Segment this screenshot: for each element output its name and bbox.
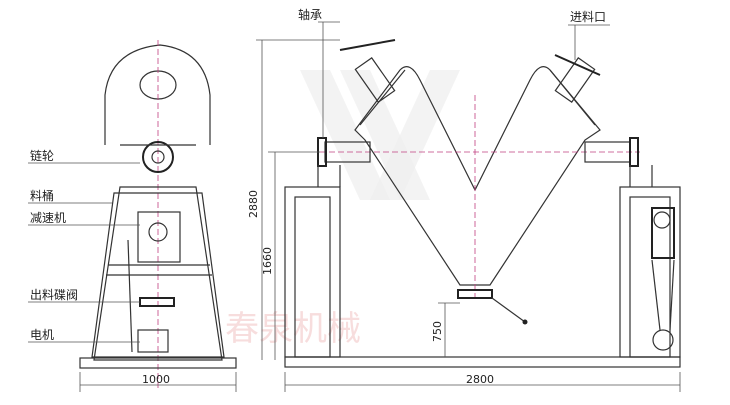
label-bearing: 轴承 bbox=[298, 7, 322, 22]
reducer bbox=[137, 211, 181, 263]
label-feed-inlet: 进料口 bbox=[570, 10, 606, 24]
front-view bbox=[256, 21, 681, 392]
watermark-text: 春泉机械 bbox=[225, 309, 361, 349]
dim-outlet-height: 750 bbox=[431, 321, 444, 342]
feed-inlet bbox=[339, 39, 601, 103]
dim-total-height: 2880 bbox=[247, 190, 260, 218]
label-sprocket: 链轮 bbox=[30, 148, 54, 163]
label-motor: 电机 bbox=[30, 328, 54, 342]
watermark-logo: 春泉机械 bbox=[225, 70, 460, 349]
dim-shaft-height: 1660 bbox=[261, 247, 274, 275]
motor bbox=[137, 329, 169, 353]
sprocket bbox=[142, 141, 174, 173]
bearing-right bbox=[629, 137, 639, 167]
label-barrel: 料桶 bbox=[30, 188, 54, 203]
label-reducer: 减速机 bbox=[30, 211, 66, 225]
dim-front-width: 2800 bbox=[466, 373, 494, 386]
discharge-valve bbox=[139, 297, 175, 307]
label-discharge-valve: 出料碟阀 bbox=[30, 288, 78, 302]
dim-side-width: 1000 bbox=[142, 373, 170, 386]
side-view bbox=[28, 40, 237, 392]
